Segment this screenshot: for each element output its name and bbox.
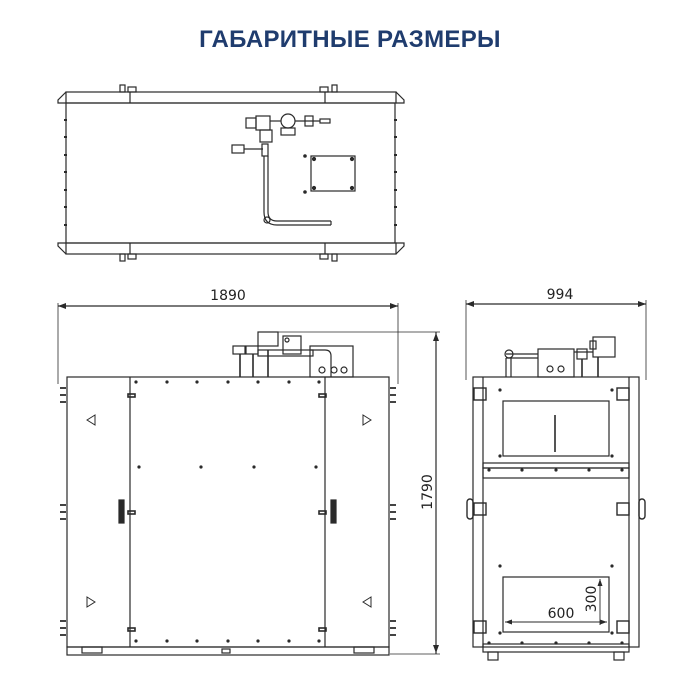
top-view <box>57 84 405 262</box>
width-dimension-label: 1890 <box>210 288 246 304</box>
depth-dimension-label: 994 <box>547 287 574 303</box>
side-view <box>465 300 647 661</box>
front-view <box>57 303 440 656</box>
height-dimension-label: 1790 <box>420 474 436 510</box>
opening-width-label: 600 <box>548 606 575 622</box>
page-title: ГАБАРИТНЫЕ РАЗМЕРЫ <box>199 26 501 53</box>
opening-height-label: 300 <box>584 586 600 613</box>
